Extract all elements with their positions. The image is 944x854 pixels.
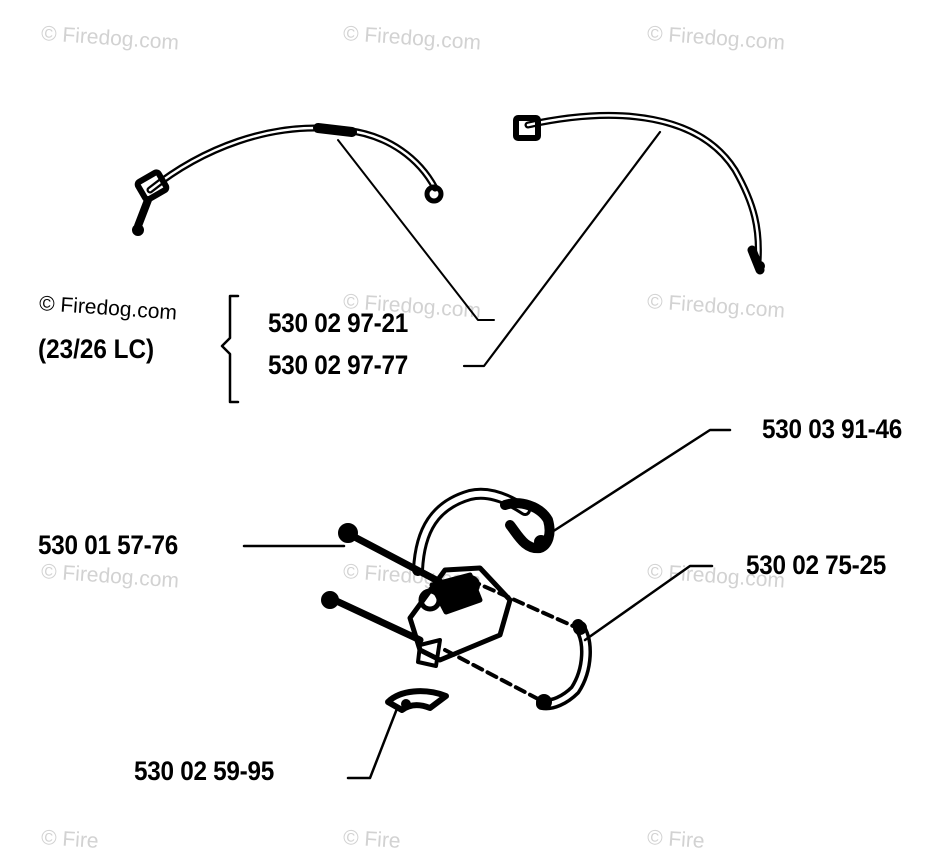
ignition-module [407, 487, 531, 668]
alignment-line [468, 578, 584, 632]
part-number-wire-a: 530 02 97-21 [268, 308, 408, 338]
model-note: (23/26 LC) [38, 334, 155, 364]
screw-upper [338, 523, 444, 586]
spark-plug-cap [500, 498, 555, 554]
ignition-wire-right [513, 111, 765, 275]
part-number-wire-b: 530 02 97-77 [268, 350, 408, 380]
part-number-spark-cap: 530 03 91-46 [762, 414, 902, 444]
leader-line [462, 130, 662, 368]
leader-line [337, 139, 495, 321]
part-number-screw: 530 01 57-76 [38, 530, 178, 560]
bracket [220, 294, 240, 404]
leader-line [583, 564, 714, 642]
alignment-line [443, 648, 542, 702]
plate [385, 688, 449, 713]
leader-line [346, 704, 400, 780]
leader-line [550, 428, 732, 534]
screw-lower [321, 591, 424, 644]
part-number-shoe: 530 02 75-25 [746, 550, 886, 580]
part-number-plate: 530 02 59-95 [134, 756, 274, 786]
ignition-wire-left [132, 123, 444, 236]
ignition-shoe [536, 619, 592, 711]
